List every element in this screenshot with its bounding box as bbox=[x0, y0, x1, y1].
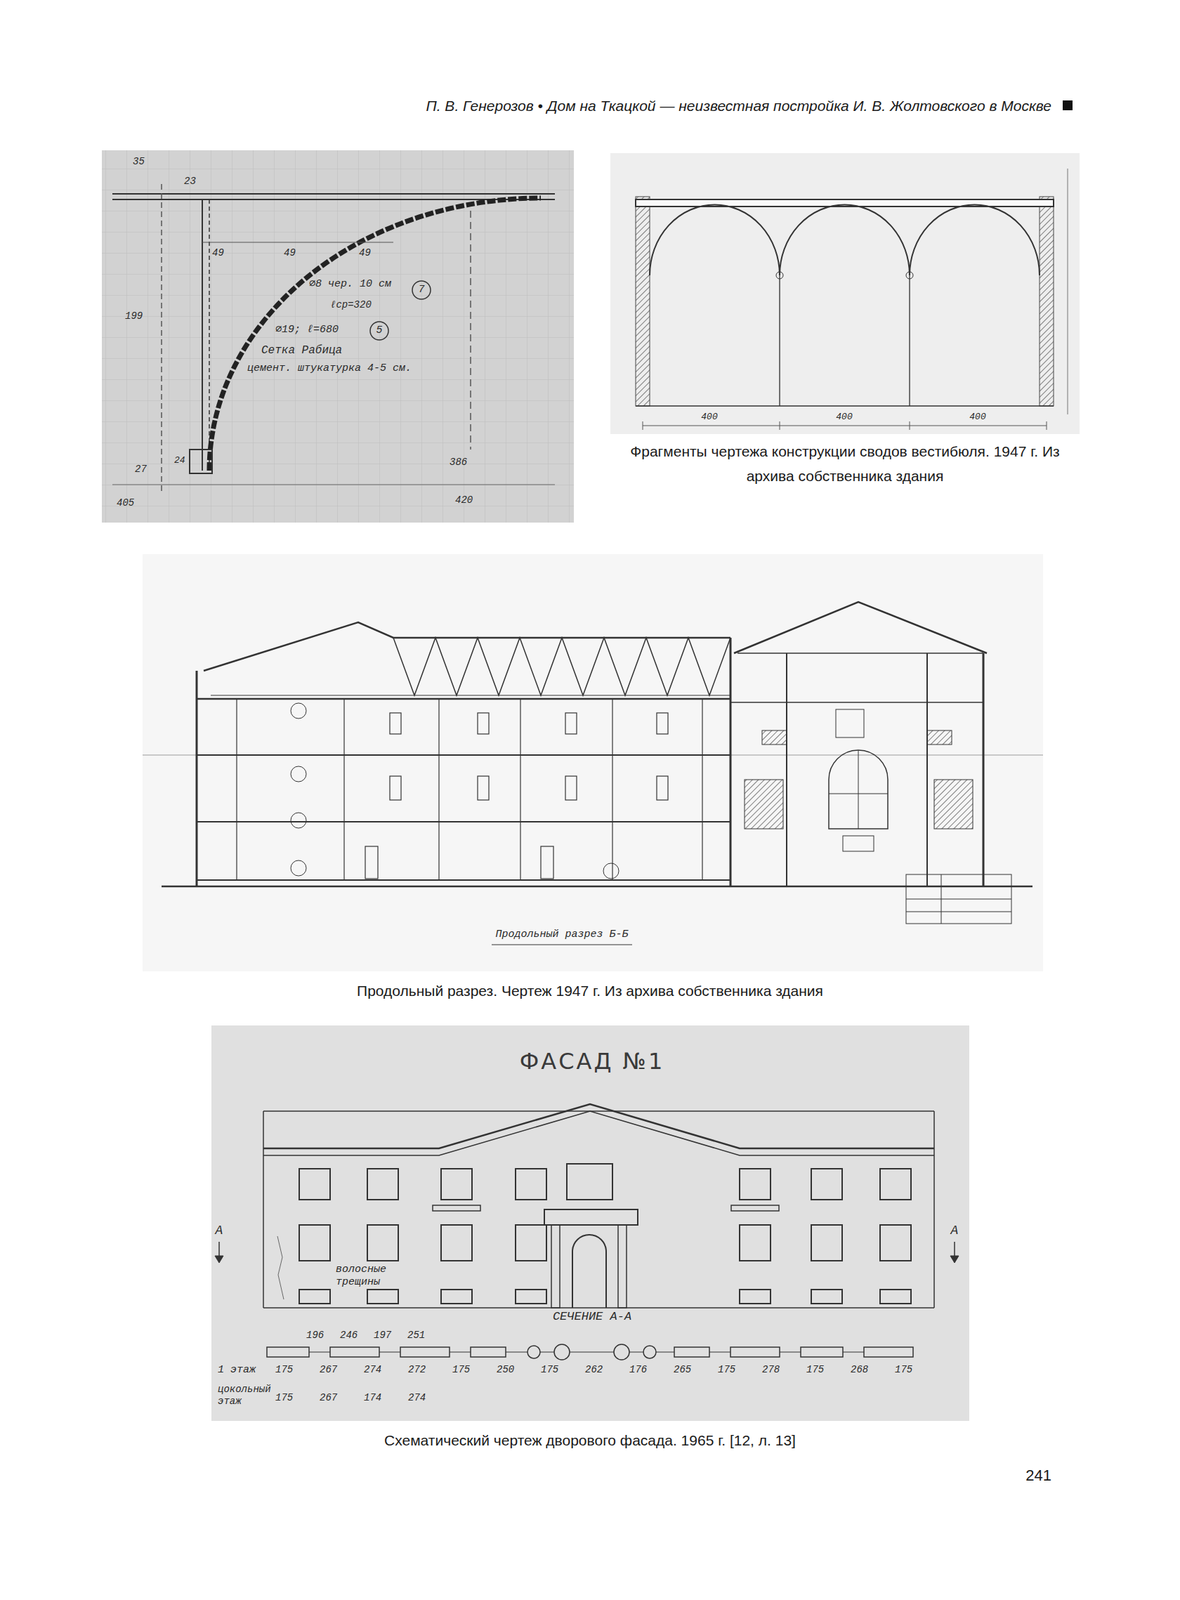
drawing-annotation: 251 bbox=[407, 1329, 425, 1342]
drawing-annotation: 49 bbox=[358, 247, 371, 260]
head-square bbox=[1062, 100, 1073, 111]
drawing-annotation: 199 bbox=[125, 310, 143, 323]
drawing-annotation: 23 bbox=[184, 175, 196, 188]
drawing-annotation: Продольный разрез Б-Б bbox=[495, 928, 628, 942]
figure-caption: Схематический чертеж дворового фасада. 1… bbox=[384, 1428, 796, 1454]
drawing-annotation: А bbox=[215, 1223, 224, 1239]
drawing-annotation: 35 bbox=[132, 155, 145, 168]
drawing-annotation: 274 bbox=[408, 1392, 426, 1405]
vault-detail-drawing bbox=[101, 150, 574, 523]
facade-drawing bbox=[211, 1025, 970, 1421]
drawing-annotation: 246 bbox=[339, 1329, 358, 1342]
drawing-annotation: 175 bbox=[275, 1364, 293, 1376]
drawing-annotation: 176 bbox=[629, 1364, 647, 1376]
drawing-annotation: 175 bbox=[452, 1364, 470, 1376]
drawing-annotation: 386 bbox=[449, 456, 468, 469]
drawing-annotation: 196 bbox=[306, 1329, 324, 1342]
drawing-annotation: А bbox=[951, 1223, 959, 1239]
drawing-annotation: 175 bbox=[894, 1364, 913, 1376]
drawing-annotation: 175 bbox=[275, 1392, 293, 1405]
drawing-annotation: 274 bbox=[363, 1364, 382, 1376]
drawing-annotation: 267 bbox=[319, 1364, 338, 1376]
drawing-annotation: 175 bbox=[540, 1364, 559, 1376]
drawing-annotation: 420 bbox=[455, 494, 473, 507]
drawing-annotation: волосные трещины bbox=[335, 1263, 403, 1289]
figure-caption: Фрагменты чертежа конструкции сводов вес… bbox=[620, 439, 1070, 489]
drawing-annotation: 400 bbox=[969, 411, 986, 423]
drawing-annotation: 197 bbox=[373, 1329, 392, 1342]
drawing-annotation: 174 bbox=[363, 1392, 382, 1405]
drawing-annotation: 278 bbox=[762, 1364, 780, 1376]
drawing-annotation: 5 bbox=[375, 324, 383, 338]
drawing-annotation: ⌀8 чер. 10 см bbox=[309, 278, 392, 291]
drawing-annotation: 265 bbox=[673, 1364, 692, 1376]
drawing-annotation: 400 bbox=[835, 411, 852, 423]
running-head: П. В. Генерозов • Дом на Ткацкой — неизв… bbox=[425, 96, 1052, 115]
drawing-annotation: 27 bbox=[134, 463, 147, 476]
drawing-annotation: цокольный этаж bbox=[217, 1383, 272, 1408]
drawing-annotation: 49 bbox=[283, 247, 296, 260]
drawing-annotation: цемент. штукатурка 4-5 см. bbox=[247, 362, 412, 376]
figure-caption: Продольный разрез. Чертеж 1947 г. Из арх… bbox=[356, 979, 824, 1004]
longitudinal-section-drawing bbox=[142, 554, 1044, 972]
arcade-drawing bbox=[610, 153, 1080, 435]
drawing-annotation: 400 bbox=[700, 411, 718, 423]
drawing-annotation: 267 bbox=[319, 1392, 338, 1405]
drawing-annotation: 250 bbox=[496, 1364, 515, 1376]
drawing-annotation: 49 bbox=[212, 247, 225, 260]
drawing-annotation: 262 bbox=[585, 1364, 603, 1376]
drawing-annotation: 175 bbox=[717, 1364, 736, 1376]
drawing-annotation: 175 bbox=[806, 1364, 824, 1376]
drawing-annotation: 268 bbox=[850, 1364, 869, 1376]
drawing-annotation: 1 этаж bbox=[217, 1364, 256, 1377]
drawing-annotation: ⌀19; ℓ=680 bbox=[275, 323, 339, 337]
page-number: 241 bbox=[1025, 1466, 1052, 1485]
drawing-annotation: ℓср=320 bbox=[330, 299, 372, 312]
drawing-annotation: 7 bbox=[417, 283, 425, 297]
drawing-annotation: 24 bbox=[174, 455, 186, 467]
drawing-title: ФАСАД №1 bbox=[519, 1047, 665, 1075]
drawing-annotation: 272 bbox=[408, 1364, 426, 1376]
drawing-annotation: 405 bbox=[116, 497, 135, 510]
drawing-annotation: СЕЧЕНИЕ А-А bbox=[552, 1309, 632, 1324]
drawing-annotation: Сетка Рабица bbox=[261, 344, 343, 358]
